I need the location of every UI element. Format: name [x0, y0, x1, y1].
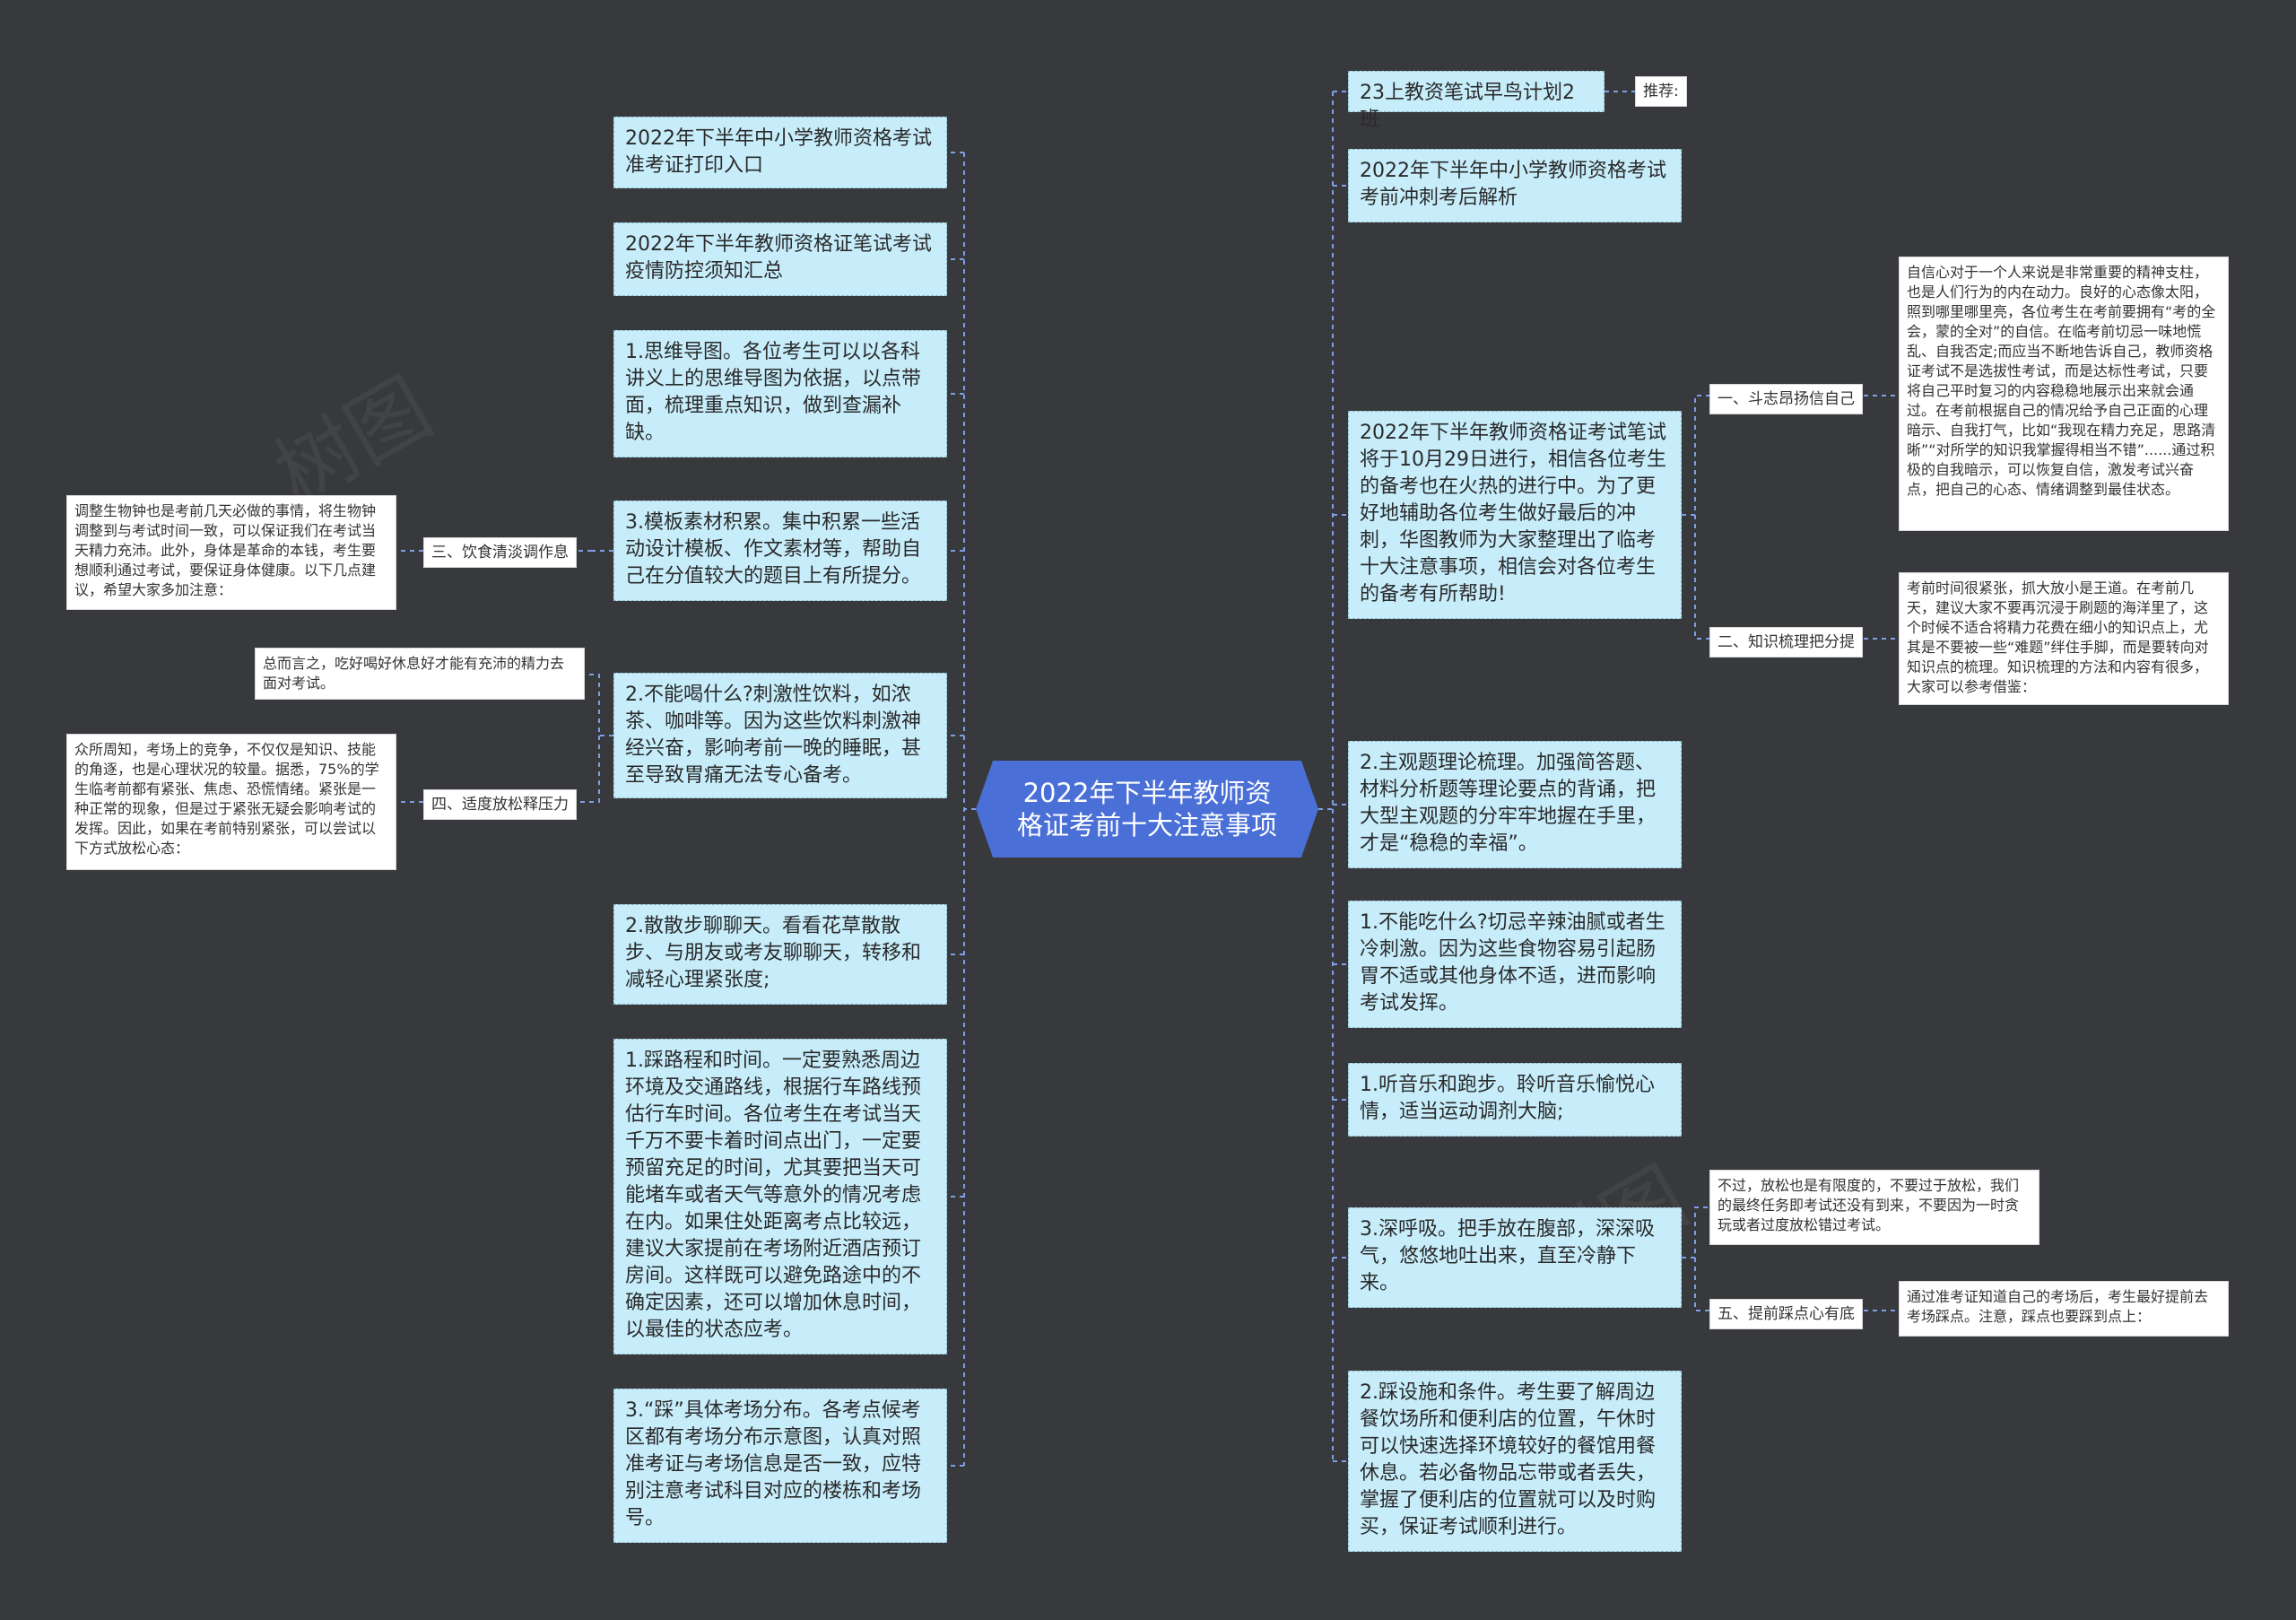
section-diet-rest[interactable]: 三、饮食清淡调作息 [423, 537, 577, 568]
note-self-confidence: 自信心对于一个人来说是非常重要的精神支柱，也是人们行为的内在动力。良好的心态像太… [1899, 257, 2229, 531]
topic-subjective-theory[interactable]: 2.主观题理论梳理。加强简答题、材料分析题等理论要点的背诵，把大型主观题的分牢牢… [1348, 741, 1682, 868]
connector-line [1694, 1258, 1709, 1311]
connector-line [1694, 515, 1709, 640]
topic-deep-breath[interactable]: 3.深呼吸。把手放在腹部，深深吸气，悠悠地吐出来，直至冷静下来。 [1348, 1207, 1682, 1308]
section-knowledge-review[interactable]: 二、知识梳理把分提 [1709, 627, 1863, 658]
note-psychology: 众所周知，考场上的竞争，不仅仅是知识、技能的角逐，也是心理状况的较量。据悉，75… [66, 734, 396, 870]
topic-walk-chat[interactable]: 2.散散步聊聊天。看看花草散散步、与朋友或考友聊聊天，转移和减轻心理紧张度; [613, 904, 947, 1005]
note-grasp-big: 考前时间很紧张，抓大放小是王道。在考前几天，建议大家不要再沉浸于刷题的海洋里了，… [1899, 572, 2229, 705]
recommend-tag: 推荐: [1635, 76, 1687, 107]
section-confidence[interactable]: 一、斗志昂扬信自己 [1709, 384, 1863, 414]
topic-facilities[interactable]: 2.踩设施和条件。考生要了解周边餐饮场所和便利店的位置，午休时可以快速选择环境较… [1348, 1371, 1682, 1552]
topic-exam-room-layout[interactable]: 3.“踩”具体考场分布。各考点候考区都有考场分布示意图，认真对照准考证与考场信息… [613, 1389, 947, 1543]
topic-admission-ticket[interactable]: 2022年下半年中小学教师资格考试准考证打印入口 [613, 117, 947, 188]
connector-line [1682, 395, 1709, 516]
topic-no-eat[interactable]: 1.不能吃什么?切忌辛辣油腻或者生冷刺激。因为这些食物容易引起肠胃不适或其他身体… [1348, 901, 1682, 1028]
note-relax-limit: 不过，放松也是有限度的，不要过于放松，我们的最终任务即考试还没有到来，不要因为一… [1709, 1170, 2039, 1245]
topic-epidemic-prevention[interactable]: 2022年下半年教师资格证笔试考试疫情防控须知汇总 [613, 222, 947, 296]
topic-route-time[interactable]: 1.踩路程和时间。一定要熟悉周边环境及交通路线，根据行车路线预估行车时间。各位考… [613, 1039, 947, 1354]
topic-early-bird[interactable]: 23上教资笔试早鸟计划2班 [1348, 71, 1605, 131]
note-eat-drink-rest: 总而言之，吃好喝好休息好才能有充沛的精力去面对考试。 [255, 648, 585, 700]
topic-mind-map[interactable]: 1.思维导图。各位考生可以以各科讲义上的思维导图为依据，以点带面，梳理重点知识，… [613, 330, 947, 457]
section-site-visit[interactable]: 五、提前踩点心有底 [1709, 1299, 1863, 1329]
connector-line [585, 674, 613, 736]
root-title: 2022年下半年教师资格证考前十大注意事项 [1016, 778, 1277, 840]
note-site-visit: 通过准考证知道自己的考场后，考生最好提前去考场踩点。注意，踩点也要踩到点上： [1899, 1281, 2229, 1337]
topic-intro[interactable]: 2022年下半年教师资格证考试笔试将于10月29日进行，相信各位考生的备考也在火… [1348, 411, 1682, 619]
root-topic[interactable]: 2022年下半年教师资格证考前十大注意事项 [976, 761, 1318, 858]
connector-line [574, 736, 600, 803]
note-biological-clock: 调整生物钟也是考前几天必做的事情，将生物钟调整到与考试时间一致，可以保证我们在考… [66, 495, 396, 610]
section-relax[interactable]: 四、适度放松释压力 [423, 789, 577, 820]
topic-template-material[interactable]: 3.模板素材积累。集中积累一些活动设计模板、作文素材等，帮助自己在分值较大的题目… [613, 501, 947, 601]
topic-music-running[interactable]: 1.听音乐和跑步。聆听音乐愉悦心情，适当运动调剂大脑; [1348, 1063, 1682, 1137]
topic-no-drink[interactable]: 2.不能喝什么?刺激性饮料，如浓茶、咖啡等。因为这些饮料刺激神经兴奋，影响考前一… [613, 673, 947, 798]
topic-sprint-analysis[interactable]: 2022年下半年中小学教师资格考试考前冲刺考后解析 [1348, 149, 1682, 222]
